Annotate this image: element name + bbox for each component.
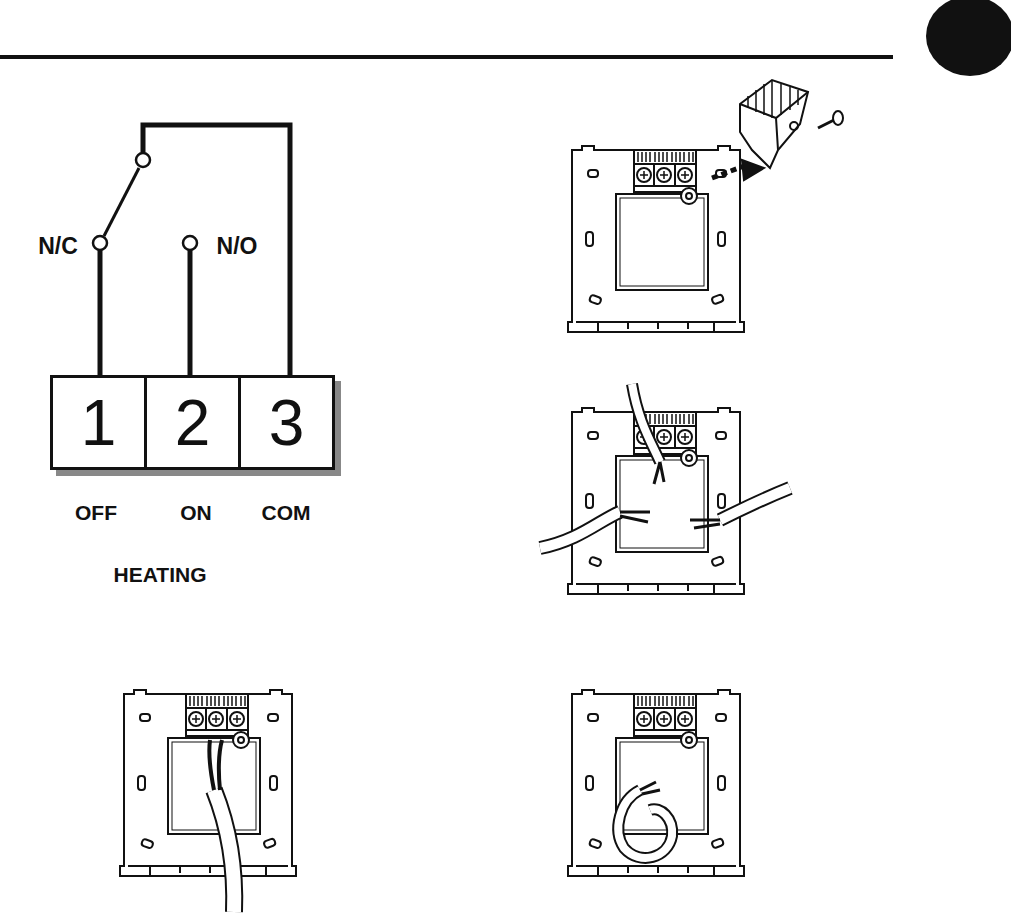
terminal-box: 3	[238, 375, 335, 470]
terminal-label: OFF	[75, 502, 117, 523]
contact-label: N/C	[38, 235, 78, 258]
terminal-label: HEATING	[114, 564, 207, 585]
terminal-label: ON	[180, 502, 212, 523]
terminal-label: COM	[262, 502, 311, 523]
terminal-box: 2	[144, 375, 241, 470]
terminal-number: 3	[269, 391, 305, 455]
terminal-box: 1	[50, 375, 147, 470]
terminal-number: 1	[81, 391, 117, 455]
terminal-number: 2	[175, 391, 211, 455]
contact-label: N/O	[217, 235, 258, 258]
